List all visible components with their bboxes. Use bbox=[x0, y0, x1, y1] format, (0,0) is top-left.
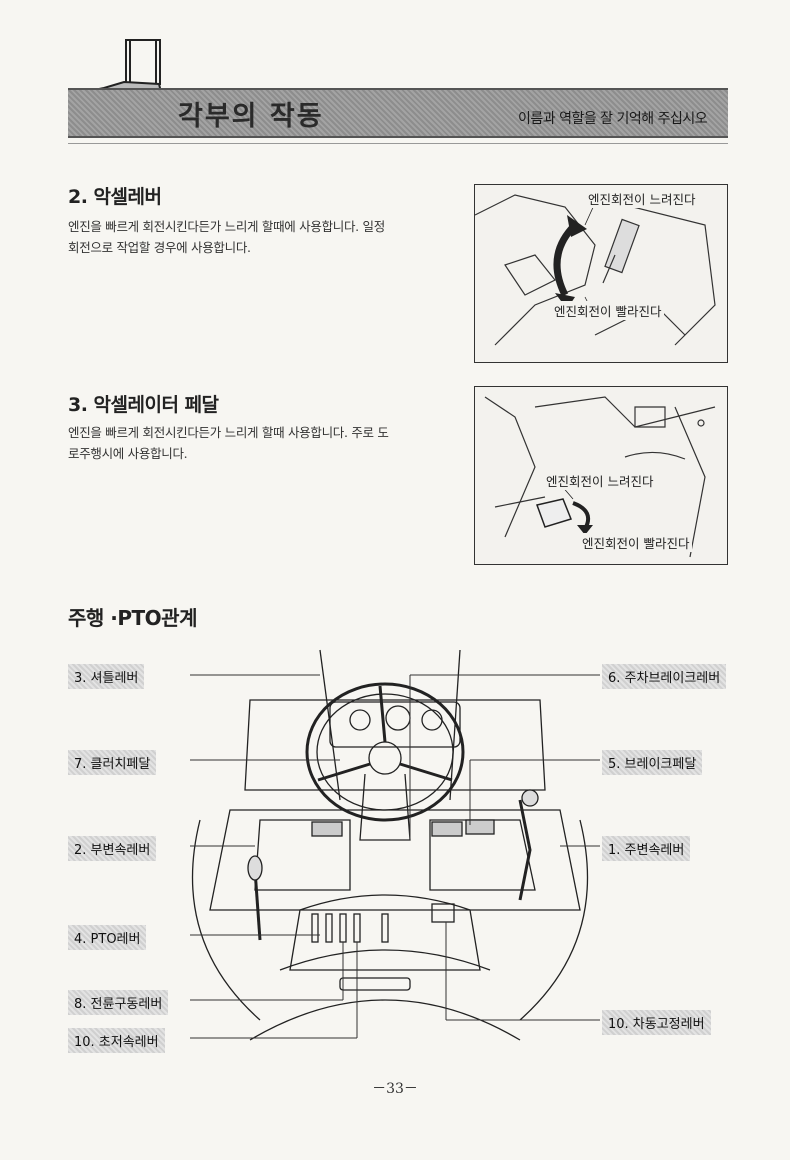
accel-lever-figure: 엔진회전이 느려진다 엔진회전이 빨라진다 bbox=[474, 184, 728, 363]
callout-diff-lock-lever: 10. 차동고정레버 bbox=[602, 1010, 711, 1035]
accel-pedal-figure: 엔진회전이 느려진다 엔진회전이 빨라진다 bbox=[474, 386, 728, 565]
callout-parking-brake-lever: 6. 주차브레이크레버 bbox=[602, 664, 727, 689]
callout-creep-lever: 10. 초저속레버 bbox=[68, 1028, 165, 1053]
callout-front-drive-lever: 8. 전륜구동레버 bbox=[68, 990, 169, 1015]
callout-pto-lever: 4. PTO레버 bbox=[68, 925, 147, 950]
page-subtitle: 이름과 역할을 잘 기억해 주십시오 bbox=[518, 111, 708, 127]
page-number: －33－ bbox=[372, 1081, 418, 1097]
header-banner bbox=[68, 88, 728, 138]
section-body-accel-lever: 엔진을 빠르게 회전시킨다든가 느리게 할때에 사용합니다. 일정 회전으로 작… bbox=[68, 219, 385, 255]
callout-sub-shift-lever: 2. 부변속레버 bbox=[68, 836, 157, 861]
accel-lever-slow-label: 엔진회전이 느려진다 bbox=[585, 189, 699, 208]
accel-lever-drawing bbox=[474, 194, 716, 346]
section-body-accel-pedal: 엔진을 빠르게 회전시킨다든가 느리게 할때 사용합니다. 주로 도 로주행시에… bbox=[68, 425, 389, 461]
accel-lever-fast-label: 엔진회전이 빨라진다 bbox=[551, 301, 665, 320]
accel-pedal-slow-label: 엔진회전이 느려진다 bbox=[543, 471, 657, 490]
callout-brake-pedal: 5. 브레이크페달 bbox=[602, 750, 703, 775]
page-title: 각부의 작동 bbox=[178, 101, 324, 132]
callout-shuttle-lever: 3. 셔틀레버 bbox=[68, 664, 145, 689]
accel-pedal-drawing bbox=[484, 396, 716, 558]
callout-clutch-pedal: 7. 클러치페달 bbox=[68, 750, 157, 775]
accel-pedal-fast-label: 엔진회전이 빨라진다 bbox=[579, 533, 693, 552]
section-title-accel-lever: 2. 악셀레버 bbox=[68, 186, 162, 208]
section-title-driving-pto: 주행 ·PTO관계 bbox=[68, 606, 197, 630]
callout-main-shift-lever: 1. 주변속레버 bbox=[602, 836, 691, 861]
section-title-accel-pedal: 3. 악셀레이터 페달 bbox=[68, 394, 219, 416]
operator-station-drawing bbox=[190, 649, 600, 1041]
header-divider bbox=[68, 143, 728, 144]
